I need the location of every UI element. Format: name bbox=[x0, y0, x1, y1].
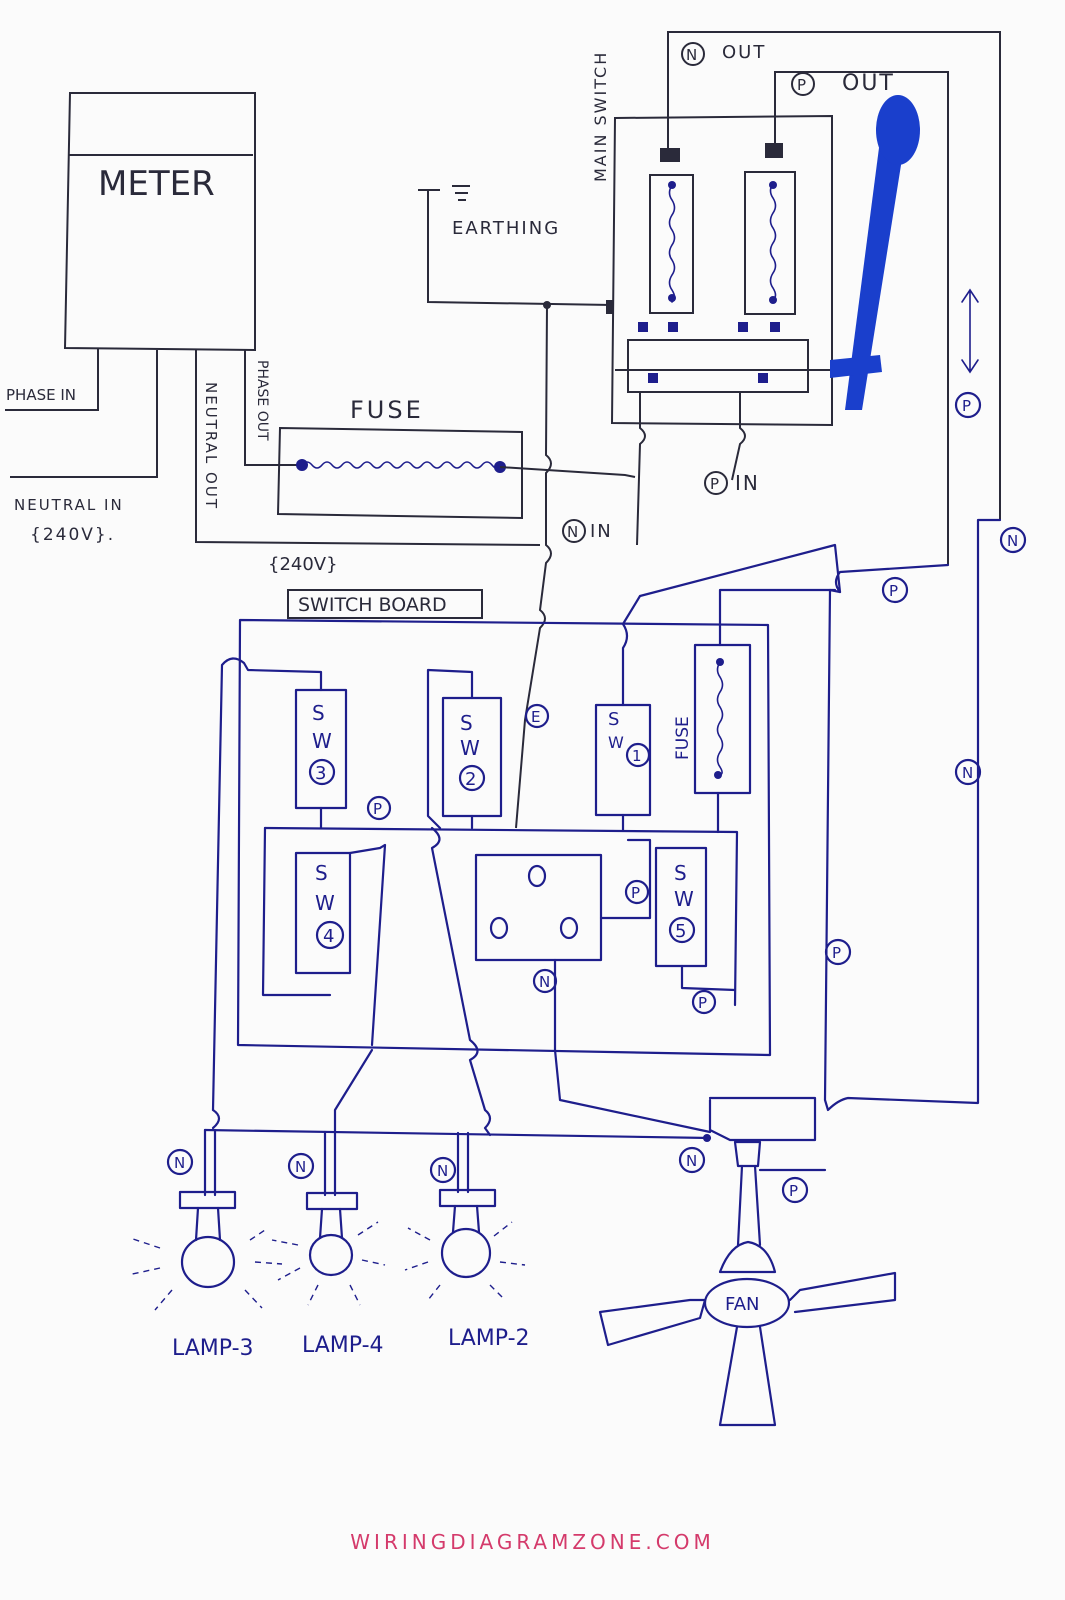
p-out-label: OUT bbox=[842, 71, 895, 96]
site-watermark: WIRINGDIAGRAMZONE.COM bbox=[350, 1530, 715, 1554]
phase-in-label: PHASE IN bbox=[6, 386, 76, 404]
feed-p-3: P bbox=[832, 944, 841, 962]
sw3-s: S bbox=[312, 701, 325, 725]
n-in-label: IN bbox=[590, 521, 613, 542]
sw5-number: 5 bbox=[675, 921, 686, 942]
n-out-label: OUT bbox=[722, 42, 766, 63]
lamp-wiring bbox=[203, 1048, 712, 1197]
sw5-w: W bbox=[674, 887, 694, 911]
earthing: EARTHING bbox=[418, 185, 613, 829]
sw4-number: 4 bbox=[323, 926, 334, 947]
p-in-p: P bbox=[710, 475, 719, 493]
sb-p-2: P bbox=[631, 884, 640, 902]
n-in-n: N bbox=[567, 523, 578, 541]
sb-voltage-label: {240V} bbox=[268, 554, 338, 575]
lamp-3: N LAMP-3 bbox=[127, 1148, 283, 1361]
feed-n-2: N bbox=[962, 764, 973, 782]
switch-board: SWITCH BOARD S W 3 S W 2 E S W 1 FUSE S bbox=[211, 543, 842, 1137]
phase-out-label: PHASE OUT bbox=[254, 360, 270, 441]
lamp3-label: LAMP-3 bbox=[172, 1336, 254, 1361]
main-switch: MAIN SWITCH bbox=[591, 31, 1001, 565]
sw3-number: 3 bbox=[315, 763, 326, 784]
feed-p-1: P bbox=[889, 582, 898, 600]
neutral-out-label: NEUTRAL OUT bbox=[202, 382, 220, 510]
lamp-4: N LAMP-4 bbox=[271, 1152, 386, 1358]
lamp2-label: LAMP-2 bbox=[448, 1326, 530, 1351]
fan-p: P bbox=[789, 1182, 798, 1200]
main-switch-label: MAIN SWITCH bbox=[591, 51, 610, 182]
p-in-label: IN bbox=[735, 471, 760, 495]
sw4-s: S bbox=[315, 861, 328, 885]
fan-label: FAN bbox=[725, 1294, 759, 1315]
sw2-w: W bbox=[460, 736, 480, 760]
sb-fuse-label: FUSE bbox=[673, 716, 693, 760]
n-out-n: N bbox=[686, 46, 697, 64]
sw4-w: W bbox=[315, 891, 335, 915]
lamp3-n: N bbox=[174, 1154, 185, 1172]
lamp4-label: LAMP-4 bbox=[302, 1333, 384, 1358]
main-switch-handle bbox=[830, 95, 920, 410]
earth-e: E bbox=[531, 708, 540, 726]
neutral-in-label: NEUTRAL IN bbox=[14, 496, 124, 514]
meter-wires: PHASE IN NEUTRAL IN {240V}. NEUTRAL OUT … bbox=[5, 348, 541, 546]
sb-p-3: P bbox=[698, 994, 707, 1012]
lamp4-n: N bbox=[295, 1158, 306, 1176]
lamp2-n: N bbox=[437, 1162, 448, 1180]
switch1-s: S bbox=[608, 709, 619, 730]
fan: N P FAN bbox=[598, 1134, 897, 1427]
sb-n-1: N bbox=[539, 973, 550, 991]
main-fuse: FUSE bbox=[276, 396, 636, 520]
sw2-number: 2 bbox=[465, 769, 476, 790]
feeder-wires: P P N N P bbox=[708, 391, 1027, 1172]
sw3-w: W bbox=[312, 729, 332, 753]
switch-board-label: SWITCH BOARD bbox=[298, 594, 447, 616]
fan-n: N bbox=[686, 1152, 697, 1170]
sw5-s: S bbox=[674, 861, 687, 885]
voltage-in-label: {240V}. bbox=[30, 525, 115, 545]
double-arrow bbox=[961, 288, 979, 374]
meter: METER bbox=[63, 92, 256, 352]
main-fuse-label: FUSE bbox=[350, 396, 424, 424]
switch1-number: 1 bbox=[632, 747, 642, 765]
meter-label: METER bbox=[98, 164, 215, 204]
switch1-w: W bbox=[608, 733, 624, 752]
sb-p-1: P bbox=[373, 800, 382, 818]
feed-p-2: P bbox=[962, 397, 971, 415]
earthing-label: EARTHING bbox=[452, 218, 560, 239]
feed-n-1: N bbox=[1007, 532, 1018, 550]
sw2-s: S bbox=[460, 711, 473, 735]
lamp-2: N LAMP-2 bbox=[404, 1156, 530, 1351]
p-out-p: P bbox=[797, 76, 806, 94]
main-switch-markers: N OUT P OUT P IN N IN {240V} bbox=[268, 42, 895, 575]
